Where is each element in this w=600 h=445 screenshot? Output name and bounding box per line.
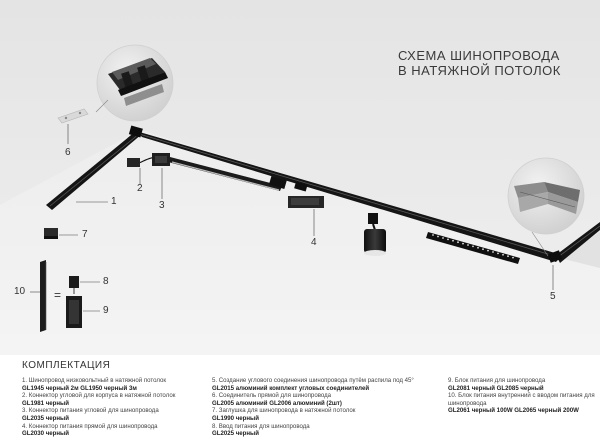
corner-joint-detail: [514, 182, 580, 214]
kit-item-code: GL1981 черный: [22, 399, 69, 407]
internal-driver-10: [40, 260, 46, 332]
callout-8: 8: [103, 276, 109, 287]
linear-led-endcap: [268, 175, 287, 190]
kit-list-panel: КОМПЛЕКТАЦИЯ 1. Шинопровод низковольтный…: [0, 355, 600, 445]
kit-item-code: GL2005 алюминий GL2006 алюминий (2шт): [212, 399, 342, 407]
track-main-run: [136, 131, 562, 262]
spotlight-lens: [364, 250, 386, 256]
kit-item-code: GL2035 черный: [22, 414, 69, 422]
callout-4: 4: [311, 237, 317, 248]
kit-item-code: GL2061 черный 100W GL2065 черный 200W: [448, 407, 579, 415]
callout-10: 10: [14, 286, 26, 297]
equals-sign: =: [54, 288, 62, 302]
spotlight-adapter: [368, 213, 378, 224]
corner-power-connector-3-face: [155, 156, 167, 163]
rail-profile-cross-section: [108, 58, 168, 106]
kit-item-code: GL1990 черный: [212, 414, 259, 422]
callout-6: 6: [65, 147, 71, 158]
diagram-title-line-2: В НАТЯЖНОЙ ПОТОЛОК: [398, 63, 561, 78]
kit-item-description: 4. Коннектор питания прямой для шинопров…: [22, 422, 158, 430]
end-cap-7-lip: [44, 236, 58, 239]
straight-power-connector-4-face: [291, 198, 319, 205]
track-right-corner-node: [547, 250, 563, 263]
track-corner-node: [128, 125, 143, 138]
kit-column-2: 5. Создание углового соединения шинопров…: [212, 377, 445, 438]
kit-item-description: 5. Создание углового соединения шинопров…: [212, 377, 414, 384]
linear-led-bar: [168, 157, 282, 191]
kit-item-description: 3. Коннектор питания угловой для шинопро…: [22, 407, 159, 415]
track-straight-joint: [294, 181, 308, 192]
kit-item-description: 7. Заглушка для шинопровода в натяжной п…: [212, 407, 356, 415]
diagram-title-line-1: СХЕМА ШИНОПРОВОДА: [398, 48, 560, 63]
ceiling-right-plane: [560, 232, 600, 268]
end-cap-7: [44, 228, 58, 237]
callout-9: 9: [103, 305, 109, 316]
kit-item-code: GL2025 черный: [212, 430, 259, 438]
kit-item-description: 9. Блок питания для шинопровода: [448, 377, 546, 384]
joint-plate-hole: [78, 111, 82, 115]
kit-column-1: 1. Шинопровод низковольтный в натяжной п…: [22, 377, 207, 438]
track-scene-illustration: [0, 0, 600, 355]
corner-connector-2: [127, 158, 140, 167]
kit-item-description: 8. Ввод питания для шинопровода: [212, 422, 310, 430]
callout-1: 1: [111, 196, 117, 207]
callout-3: 3: [159, 200, 165, 211]
kit-item-description: 6. Соединитель прямой для шинопровода: [212, 392, 332, 400]
kit-item-description: 10. Блок питания внутренний с вводом пит…: [448, 392, 595, 407]
kit-item-code: GL1945 черный 2м GL1950 черный 3м: [22, 384, 137, 392]
power-input-8: [69, 276, 79, 288]
kit-item-description: 2. Коннектор угловой для корпуса в натяж…: [22, 392, 176, 400]
zoom-profile-leader: [95, 99, 109, 113]
track-slot-line: [49, 133, 600, 258]
callout-7: 7: [82, 229, 88, 240]
callout-2: 2: [137, 183, 143, 194]
linear-led-diffuser: [171, 161, 280, 191]
spotlight-body: [364, 229, 386, 253]
linear-dot-light: [426, 232, 520, 264]
callout-5: 5: [550, 291, 556, 302]
kit-item-code: GL2015 алюминий комплект угловых соедини…: [212, 384, 370, 392]
kit-item-description: 1. Шинопровод низковольтный в натяжной п…: [22, 377, 167, 384]
power-supply-9-face: [69, 300, 79, 324]
linear-dot-light-leds: [432, 234, 514, 259]
kit-item-code: GL2081 черный GL2085 черный: [448, 384, 544, 392]
joint-plate-hole: [64, 116, 68, 120]
kit-item-code: GL2030 черный: [22, 430, 69, 438]
zoom-corner-leader: [531, 231, 549, 257]
kit-heading: КОМПЛЕКТАЦИЯ: [22, 360, 111, 371]
